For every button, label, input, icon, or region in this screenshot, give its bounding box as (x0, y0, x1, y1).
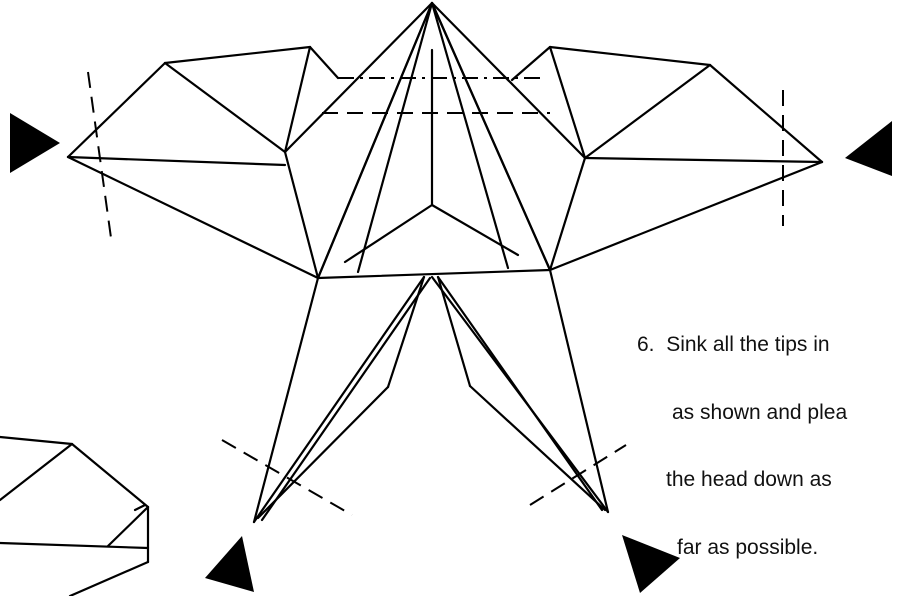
instruction-line-3: the head down as (666, 468, 832, 491)
left-wing (66, 45, 340, 280)
right-wing (510, 45, 824, 272)
triangle-arrow-bottom-right-icon (622, 535, 680, 593)
triangle-arrow-right-side-icon (845, 121, 892, 176)
instruction-line-4: far as possible. (677, 535, 819, 559)
instruction-line-2: as shown and plea (672, 400, 848, 424)
instruction-line-1: 6. Sink all the tips in (637, 333, 830, 356)
left-leg (252, 275, 432, 524)
step-number: 6. (637, 333, 655, 356)
triangle-arrow-bottom-left-icon (205, 536, 254, 592)
right-leg (430, 268, 610, 514)
triangle-arrow-left-side-icon (10, 113, 60, 173)
step-instruction-text: 6. Sink all the tips in as shown and ple… (637, 289, 908, 596)
next-step-partial-drawing (0, 435, 150, 596)
head-shape (283, 1, 587, 280)
fold-lines (87, 71, 784, 516)
